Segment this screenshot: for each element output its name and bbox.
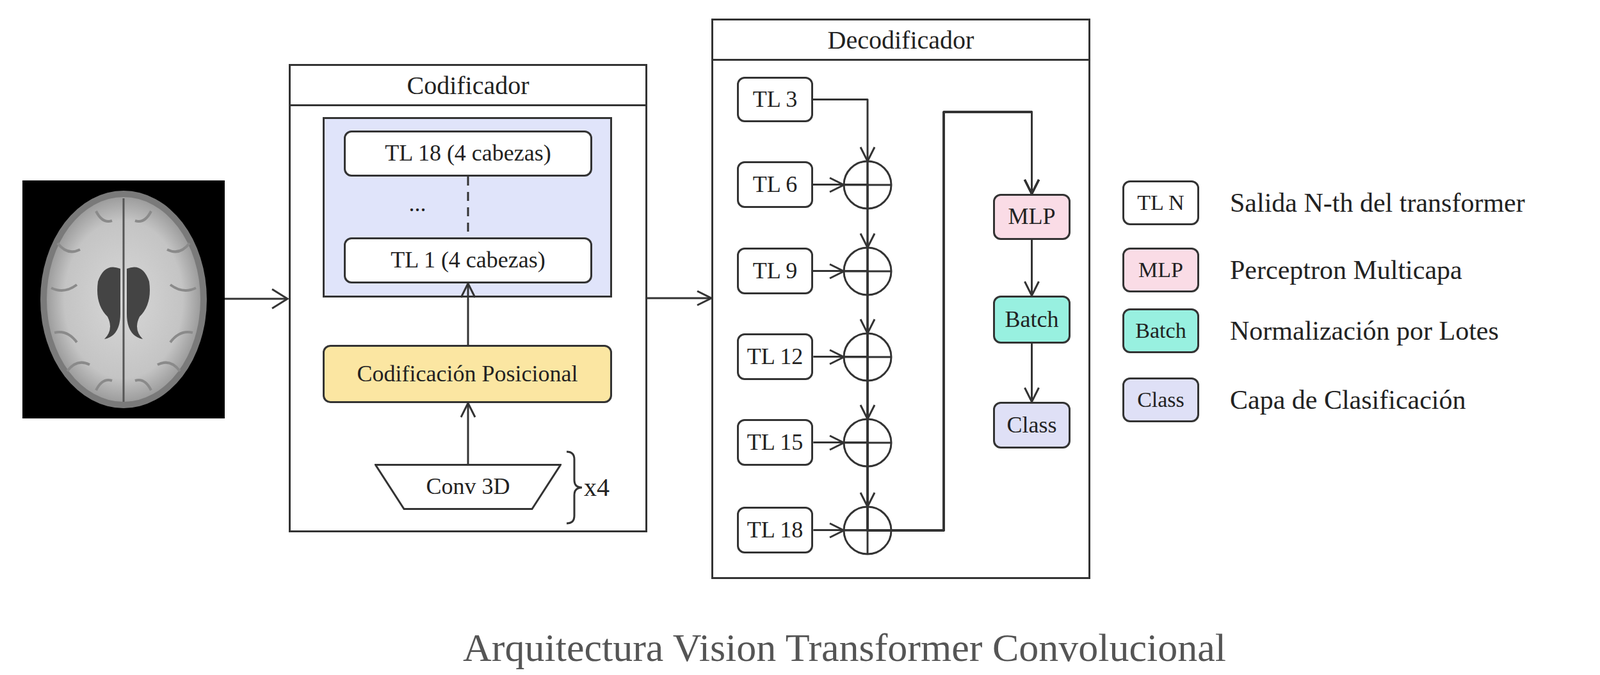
legend-swatch: Class	[1122, 377, 1200, 423]
input-arrow	[224, 289, 288, 309]
legend-swatch: TL N	[1122, 180, 1200, 226]
legend-sample-label: MLP	[1138, 258, 1184, 282]
layer-output-box: TL 15	[736, 419, 814, 467]
repeat-count-label: x4	[583, 473, 610, 502]
box-label: TL 9	[752, 258, 798, 285]
dashed-connector	[467, 176, 470, 238]
legend-sample-label: Class	[1137, 387, 1185, 412]
layer-output-box: TL 9	[736, 247, 814, 295]
brain-scan-illustration	[22, 180, 225, 419]
conv3d-trapezoid: Conv 3D	[374, 464, 562, 511]
box-label: TL 15	[747, 430, 804, 456]
layer-output-box: TL 12	[736, 333, 814, 381]
mlp-box: MLP	[993, 193, 1071, 241]
classifier-box: Class	[993, 402, 1071, 449]
box-label: Codificación Posicional	[357, 361, 579, 388]
ellipsis-label: ...	[409, 191, 427, 218]
positional-encoding-box: Codificación Posicional	[322, 345, 613, 404]
box-label: Batch	[1005, 307, 1059, 333]
container-heading: Codificador	[290, 65, 646, 107]
arrow-connector	[467, 403, 470, 465]
box-label: MLP	[1007, 204, 1056, 230]
batchnorm-box: Batch	[993, 295, 1071, 344]
legend-text: Salida N-th del transformer	[1229, 188, 1526, 218]
legend-text: Capa de Clasificación	[1229, 385, 1467, 415]
arrow-connector	[647, 297, 712, 300]
legend-swatch: MLP	[1122, 247, 1200, 293]
legend-text: Normalización por Lotes	[1229, 316, 1499, 346]
box-label: Conv 3D	[425, 474, 510, 501]
legend-sample-label: Batch	[1135, 318, 1186, 343]
arrow-connector	[1030, 240, 1033, 296]
layer-output-box: TL 3	[736, 76, 814, 123]
layer-output-box: TL 18	[736, 507, 814, 554]
arrow-connector	[467, 283, 470, 346]
decoder-container: Decodificador TL 3 TL 6 TL 9 TL 12 TL 15 TL 18…	[711, 18, 1091, 580]
box-label: Class	[1006, 412, 1057, 439]
encoder-container: Codificador TL 18 (4 cabezas) TL 1 (4 cabe…	[288, 64, 648, 533]
layer-output-box: TL 6	[736, 161, 814, 209]
legend-sample-label: TL N	[1137, 190, 1184, 215]
transformer-layer-box: TL 18 (4 cabezas)	[343, 130, 593, 177]
figure-caption: Arquitectura Vision Transformer Convoluc…	[462, 626, 1227, 670]
legend-text: Perceptron Multicapa	[1229, 255, 1463, 285]
arrow-connector	[1030, 343, 1033, 403]
box-label: TL 12	[747, 344, 804, 371]
transformer-layer-box: TL 1 (4 cabezas)	[343, 237, 593, 284]
container-heading: Decodificador	[713, 20, 1089, 61]
box-label: TL 1 (4 cabezas)	[390, 247, 546, 274]
legend-swatch: Batch	[1122, 308, 1200, 354]
box-label: TL 6	[752, 172, 798, 198]
box-label: TL 3	[752, 87, 798, 113]
repeat-brace	[566, 452, 582, 524]
box-label: TL 18	[747, 517, 804, 544]
box-label: TL 18 (4 cabezas)	[384, 140, 552, 167]
